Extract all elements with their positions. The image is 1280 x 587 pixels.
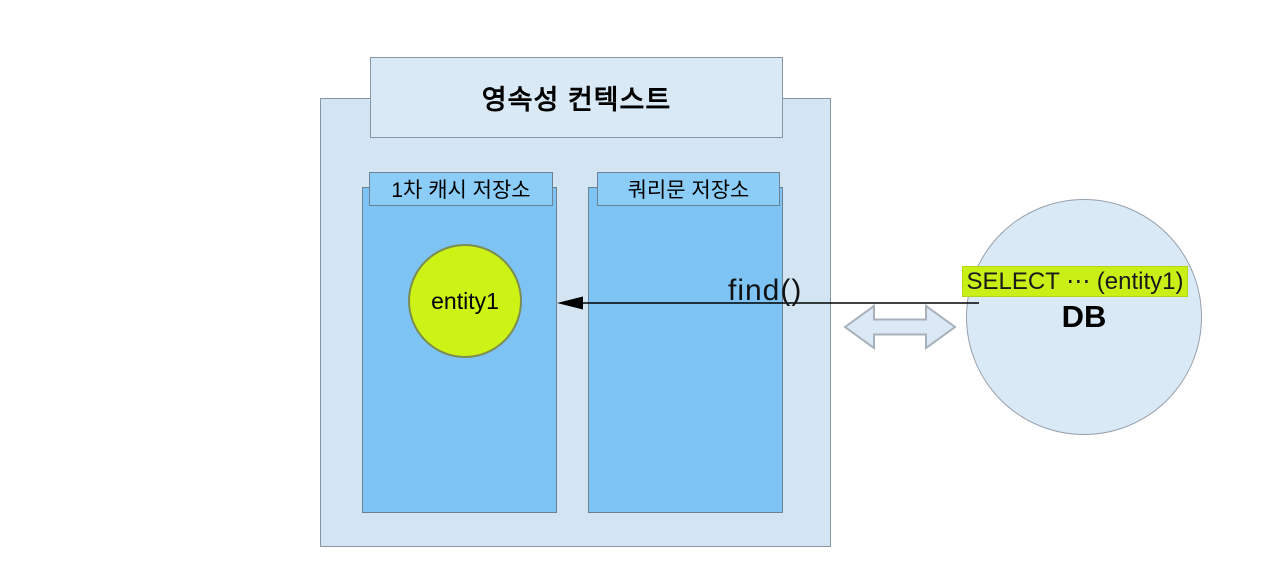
sql-select-highlight: SELECT ⋯ (entity1) xyxy=(962,266,1188,297)
persistence-context-title: 영속성 컨텍스트 xyxy=(370,57,783,138)
db-circle xyxy=(966,199,1202,435)
db-label: DB xyxy=(1061,299,1107,334)
first-cache-store-label: 1차 캐시 저장소 xyxy=(369,172,553,206)
sync-double-arrow xyxy=(843,304,957,350)
find-call-label: find() xyxy=(728,274,803,307)
query-store-box xyxy=(588,187,783,513)
query-store-label: 쿼리문 저장소 xyxy=(597,172,780,206)
entity1-circle: entity1 xyxy=(408,244,522,358)
